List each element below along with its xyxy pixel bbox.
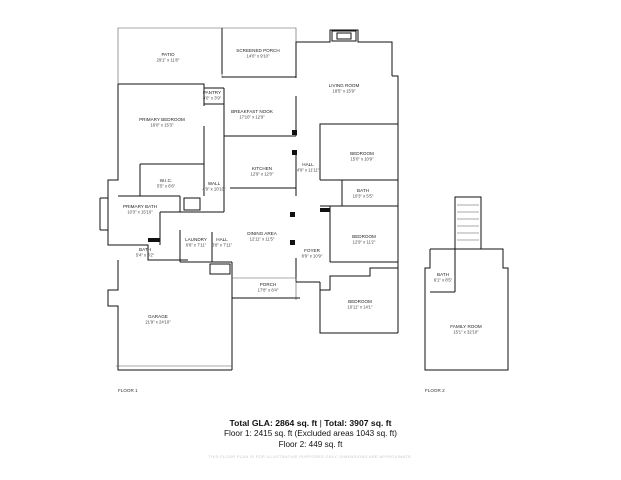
primary-left-wall [107, 84, 188, 261]
column-2 [292, 150, 297, 155]
room-name: KITCHEN [252, 166, 272, 171]
fireplace [331, 30, 357, 42]
room-dimensions: 12'11" x 11'5" [250, 237, 275, 242]
room-dimensions: 6'8" x 7'11" [186, 243, 207, 248]
room-name: GARAGE [148, 314, 168, 319]
right-exterior-wall [392, 75, 399, 333]
room-name: BREAKFAST NOOK [231, 109, 274, 114]
room-name: PANTRY [203, 90, 221, 95]
room-name: FAMILY ROOM [450, 324, 482, 329]
room-dimensions: 12'9" x 11'2" [353, 240, 376, 245]
room-name: W.I.C. [160, 178, 173, 183]
room-dimensions: 10'3" x 15'10" [127, 210, 153, 215]
entry-steps [209, 263, 231, 275]
room-dimensions: 14'0" x 9'10" [247, 54, 270, 59]
bath-door-block [148, 238, 160, 242]
room-name: WALL [208, 181, 221, 186]
room-dimensions: 6'1" x 8'5" [434, 278, 453, 283]
column-1 [292, 130, 297, 135]
room-name: HALL [216, 237, 228, 242]
floor-1-walls [99, 27, 399, 371]
room-name: SCREENED PORCH [236, 48, 279, 53]
room-dimensions: 15'1" x 32'10" [453, 330, 479, 335]
garage-outline [107, 260, 232, 371]
floor-1-area: Floor 1: 2415 sq. ft (Excluded areas 104… [224, 429, 397, 438]
summary-separator: | [317, 418, 325, 428]
floor-2-outline [424, 248, 509, 371]
room-name: BEDROOM [350, 151, 374, 156]
room-name: BATH [139, 247, 151, 252]
room-name: BATH [437, 272, 449, 277]
room-name: BEDROOM [352, 234, 376, 239]
bedroom-3-top-wall [319, 267, 398, 291]
room-name: LIVING ROOM [329, 83, 360, 88]
room-dimensions: 3'0" x 3'9" [203, 96, 222, 101]
room-name: HALL [302, 162, 314, 167]
area-summary-totals: Total GLA: 2864 sq. ft | Total: 3907 sq.… [0, 418, 621, 428]
room-dimensions: 21'9" x 24'10" [145, 320, 171, 325]
room-dimensions: 5'4" x 3'2" [136, 253, 155, 258]
room-name: PRIMARY BATH [123, 204, 157, 209]
room-name: PATIO [161, 52, 175, 57]
room-dimensions: 29'1" x 11'8" [157, 58, 180, 63]
room-name: BATH [357, 188, 369, 193]
room-dimensions: 4'9" x 10'10" [203, 187, 226, 192]
floor-2-area: Floor 2: 449 sq. ft [278, 440, 343, 449]
room-dimensions: 12'9" x 12'0" [251, 172, 274, 177]
stair-marks [183, 197, 201, 211]
room-name: PRIMARY BEDROOM [139, 117, 185, 122]
primary-top-wall [118, 83, 224, 89]
total-area: Total: 3907 sq. ft [324, 418, 392, 428]
floor-2-walls [424, 196, 509, 371]
fireplace-inner [336, 32, 352, 40]
bedroom-3-lower-wall [319, 290, 398, 334]
room-dimensions: 3'8" x 7'11" [212, 243, 233, 248]
stair-treads [457, 204, 479, 241]
room-dimensions: 10'3" x 5'5" [353, 194, 374, 199]
room-dimensions: 5'5" x 6'6" [157, 184, 176, 189]
room-dimensions: 10'11" x 14'1" [348, 305, 373, 310]
room-dimensions: 8'9" x 10'9" [302, 254, 323, 259]
room-name: FOYER [304, 248, 321, 253]
column-4 [290, 240, 295, 245]
disclaimer: THIS FLOOR PLAN IS FOR ILLUSTRATIVE PURP… [208, 454, 413, 459]
closet-mark [320, 208, 330, 212]
floor-2-label: FLOOR 2 [425, 388, 445, 393]
room-dimensions: 16'0" x 15'3" [151, 123, 174, 128]
bedroom-1-wall [319, 123, 398, 180]
total-gla: Total GLA: 2864 sq. ft [229, 418, 318, 428]
room-dimensions: 18'5" x 15'9" [333, 89, 356, 94]
porch-outline [232, 277, 297, 300]
room-name: LAUNDRY [185, 237, 207, 242]
living-room-top-wall [295, 29, 393, 78]
room-dimensions: 15'0" x 10'9" [351, 157, 374, 162]
column-3 [290, 212, 295, 217]
room-name: BEDROOM [348, 299, 372, 304]
room-dimensions: 17'8" x 8'4" [258, 288, 279, 293]
room-dimensions: 17'10" x 12'9" [239, 115, 265, 120]
room-name: PORCH [260, 282, 277, 287]
room-name: DINING AREA [247, 231, 278, 236]
floor-1-label: FLOOR 1 [118, 388, 138, 393]
room-dimensions: 4'9" x 11'11" [297, 168, 320, 173]
